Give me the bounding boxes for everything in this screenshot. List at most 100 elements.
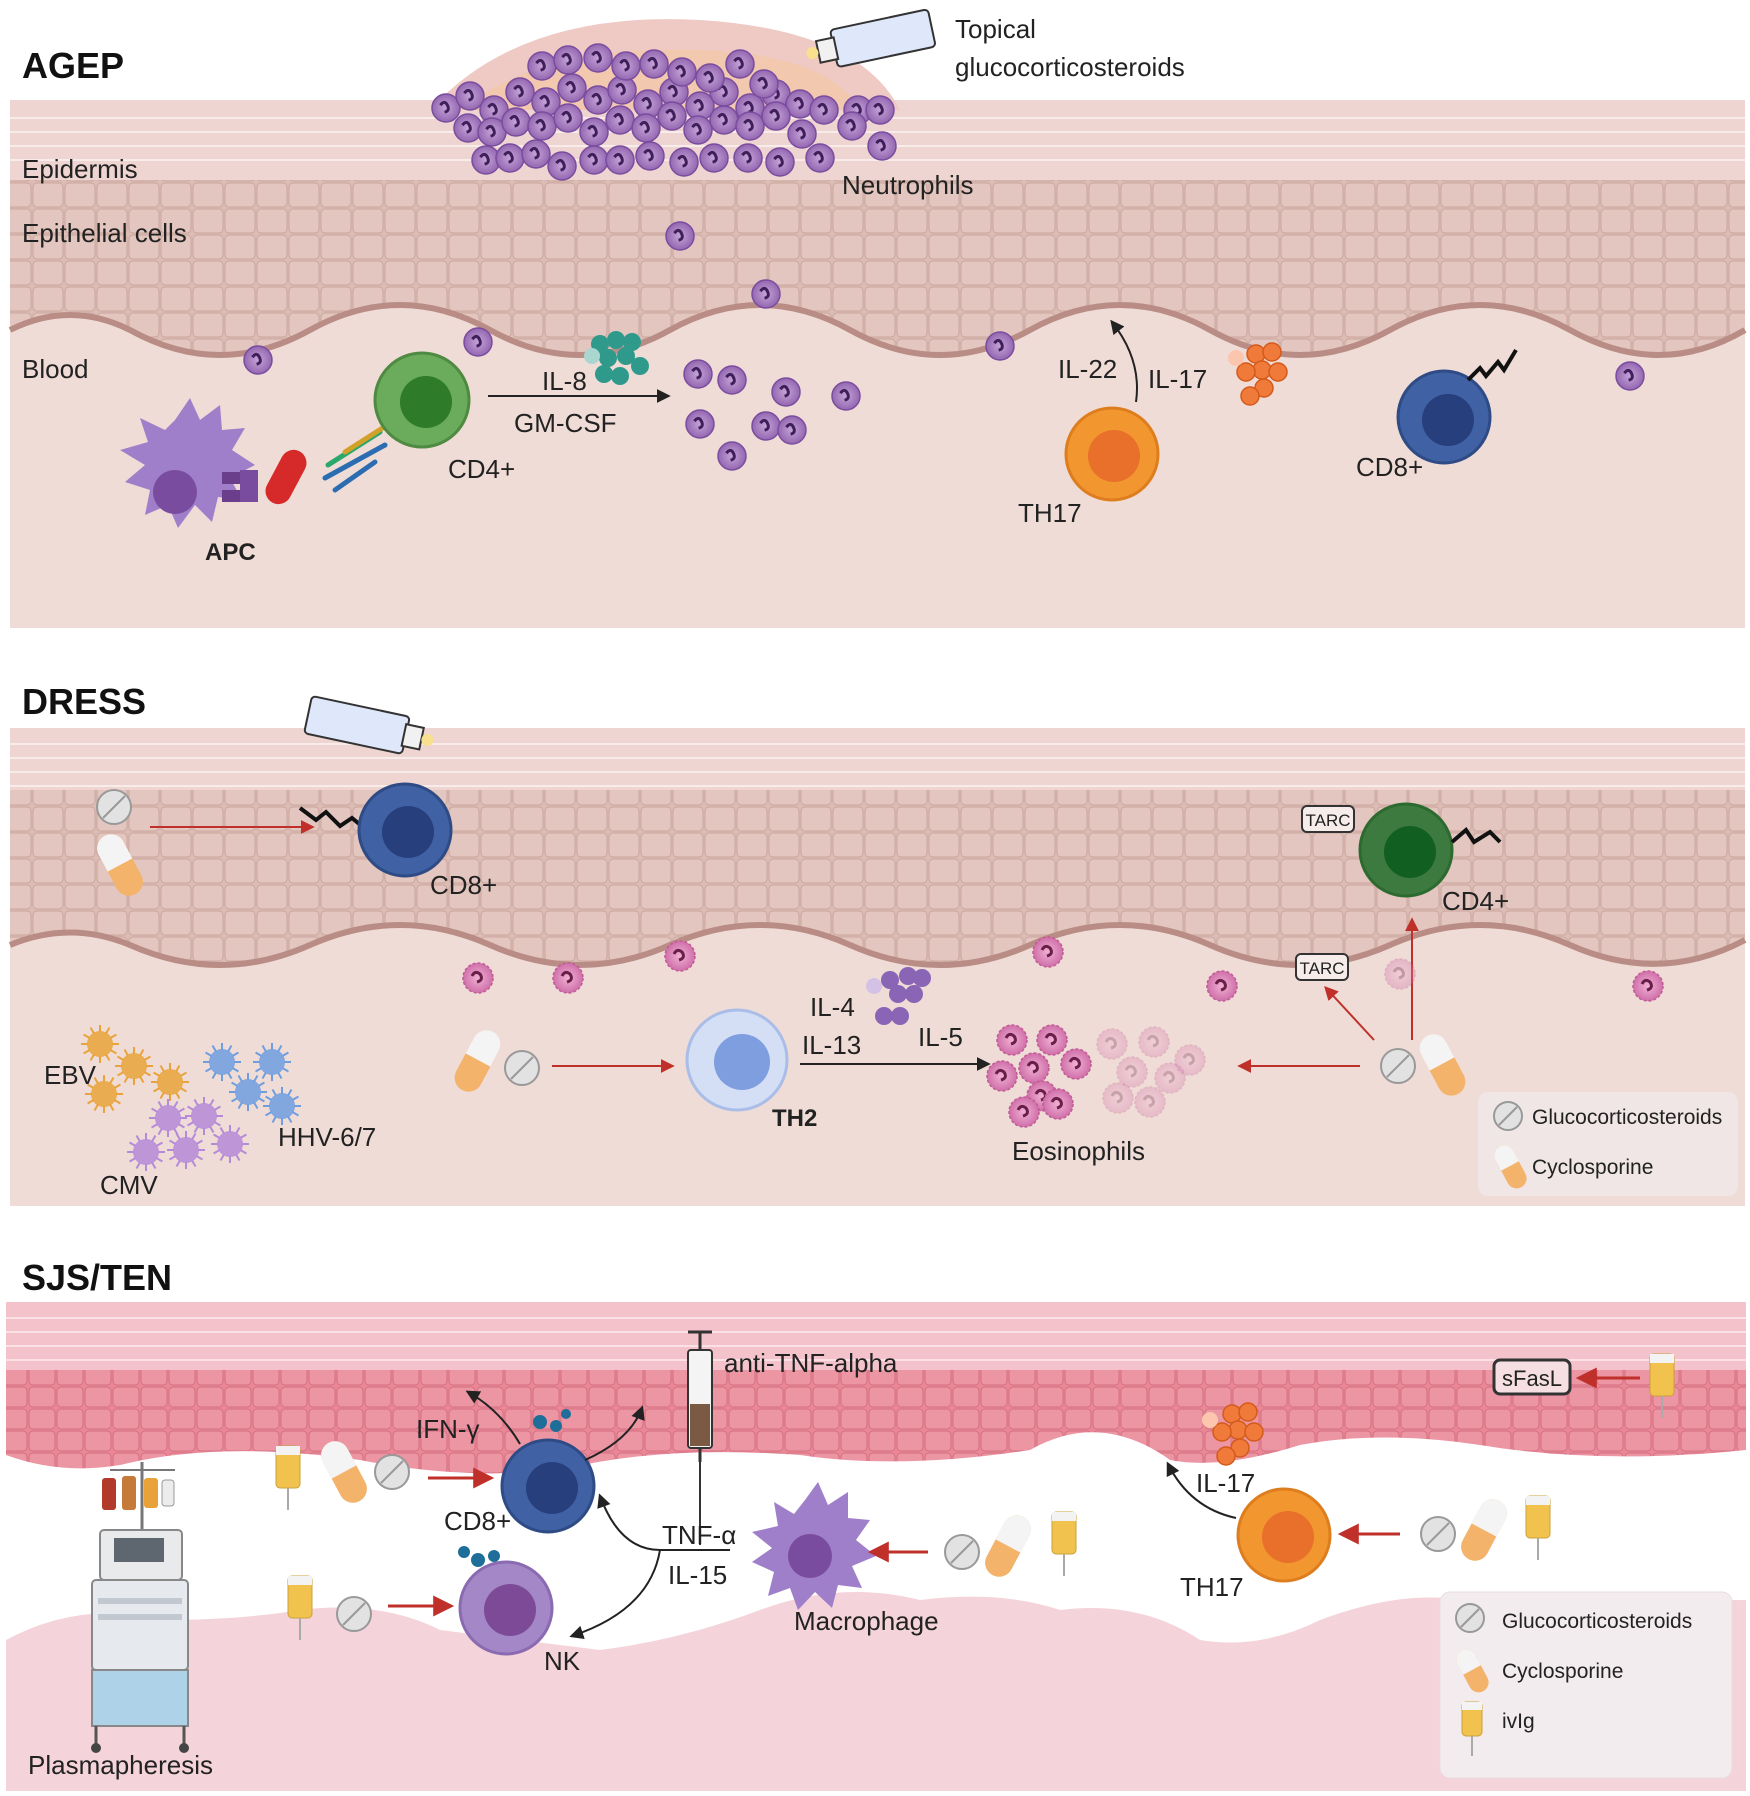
neutrophil bbox=[583, 43, 613, 73]
il15-label: IL-15 bbox=[668, 1560, 727, 1590]
neutrophil bbox=[531, 87, 561, 117]
sjs-legend-ivig: ivIg bbox=[1502, 1710, 1535, 1733]
glucocorticoid-icon bbox=[1420, 1516, 1456, 1552]
virus-particle-icon bbox=[211, 1125, 249, 1163]
virus-particle-icon bbox=[203, 1043, 241, 1081]
il22-label: IL-22 bbox=[1058, 354, 1117, 384]
ifn-arrow-left bbox=[465, 1390, 521, 1445]
eosinophil bbox=[1134, 1086, 1166, 1118]
dress-right-glucocorticoid-icon bbox=[1380, 1048, 1416, 1084]
neutrophil bbox=[631, 113, 661, 143]
sjs-drug-icons bbox=[275, 1353, 1675, 1640]
macrophage-icon bbox=[752, 1482, 876, 1610]
il22-arrow bbox=[1110, 319, 1138, 403]
sjs-epidermis bbox=[6, 1370, 1746, 1474]
eosinophil bbox=[1060, 1048, 1092, 1080]
neutrophil bbox=[633, 89, 663, 119]
eosinophil bbox=[1096, 1028, 1128, 1060]
neutrophil bbox=[527, 51, 557, 81]
dress-cd8-label: CD8+ bbox=[430, 870, 497, 900]
virus-particle-icon bbox=[115, 1047, 153, 1085]
agep-cd8-cell-icon bbox=[1396, 369, 1492, 465]
agep-cd4-label: CD4+ bbox=[448, 454, 515, 484]
th2-cell-icon bbox=[685, 1008, 789, 1112]
th17-cell-icon bbox=[1064, 406, 1160, 502]
neutrophil bbox=[787, 119, 817, 149]
mhc-receptor-icon bbox=[222, 470, 258, 502]
dress-glucocorticoid-icon bbox=[96, 789, 132, 825]
dress-title: DRESS bbox=[22, 681, 146, 722]
blood-label: Blood bbox=[22, 354, 89, 384]
agep-th17-label: TH17 bbox=[1018, 498, 1082, 528]
neutrophil bbox=[699, 143, 729, 173]
neutrophil bbox=[717, 365, 747, 395]
il13-label: IL-13 bbox=[802, 1030, 861, 1060]
il8-cytokine-cluster bbox=[584, 331, 649, 385]
dress-cd4-bolt-icon bbox=[1450, 827, 1502, 845]
neutrophil bbox=[805, 143, 835, 173]
macrophage-label: Macrophage bbox=[794, 1606, 939, 1636]
eosinophil bbox=[1008, 1096, 1040, 1128]
neutrophil bbox=[1615, 361, 1645, 391]
epidermis-label: Epidermis bbox=[22, 154, 138, 184]
plasmapheresis-label: Plasmapheresis bbox=[28, 1750, 213, 1780]
topical-label-line1: Topical bbox=[955, 14, 1036, 44]
virus-particle-icon bbox=[151, 1063, 189, 1101]
neutrophil bbox=[733, 143, 763, 173]
sfasl-badge: sFasL bbox=[1492, 1358, 1572, 1396]
neutrophil bbox=[749, 69, 779, 99]
neutrophil bbox=[605, 105, 635, 135]
il8-label: IL-8 bbox=[542, 366, 587, 396]
cmv-label: CMV bbox=[100, 1170, 158, 1200]
eosinophil bbox=[996, 1024, 1028, 1056]
sjs-panel: SJS/TEN anti-TNF-alpha IFN-γ CD8+ NK bbox=[6, 1257, 1746, 1791]
apc-cell-icon bbox=[120, 398, 255, 528]
neutrophil-cluster bbox=[431, 43, 897, 181]
il4-label: IL-4 bbox=[810, 992, 855, 1022]
virus-particle-icon bbox=[167, 1131, 205, 1169]
il5-label: IL-5 bbox=[918, 1022, 963, 1052]
sjs-th17-cell-icon bbox=[1236, 1487, 1332, 1583]
drug-to-tarc-arrow bbox=[1324, 985, 1375, 1041]
tarc-badge-bottom: TARC bbox=[1295, 953, 1349, 981]
ebv-label: EBV bbox=[44, 1060, 97, 1090]
dress-panel: DRESS CD8+ TARC bbox=[8, 681, 1747, 1206]
ivig-icon bbox=[1051, 1511, 1077, 1576]
neutrophil bbox=[735, 111, 765, 141]
cyclosporine-icon bbox=[321, 1441, 367, 1503]
neutrophil bbox=[867, 131, 897, 161]
neutrophil bbox=[761, 101, 791, 131]
sjs-th17-label: TH17 bbox=[1180, 1572, 1244, 1602]
neutrophils-scattered bbox=[243, 221, 1645, 471]
neutrophils-label: Neutrophils bbox=[842, 170, 974, 200]
neutrophil bbox=[777, 415, 807, 445]
ivig-icon bbox=[287, 1575, 313, 1640]
sjs-title: SJS/TEN bbox=[22, 1257, 172, 1298]
agep-basement-membrane bbox=[8, 302, 1747, 358]
sjs-legend-cyclosporine-icon bbox=[1456, 1649, 1489, 1693]
nk-label: NK bbox=[544, 1646, 581, 1676]
neutrophil bbox=[463, 327, 493, 357]
topical-tube-icon bbox=[806, 8, 936, 68]
glucocorticoid-icon bbox=[374, 1454, 410, 1490]
neutrophil bbox=[579, 117, 609, 147]
eosinophil bbox=[462, 962, 494, 994]
neutrophil bbox=[771, 377, 801, 407]
neutrophil bbox=[751, 411, 781, 441]
neutrophil bbox=[717, 441, 747, 471]
neutrophil bbox=[695, 63, 725, 93]
neutrophil bbox=[751, 279, 781, 309]
neutrophil bbox=[495, 143, 525, 173]
agep-il17-label: IL-17 bbox=[1148, 364, 1207, 394]
neutrophil bbox=[635, 141, 665, 171]
eosinophil bbox=[1384, 958, 1416, 990]
neutrophil bbox=[667, 57, 697, 87]
eosinophil bbox=[1154, 1062, 1186, 1094]
neutrophil bbox=[665, 221, 695, 251]
glucocorticoid-icon bbox=[336, 1596, 372, 1632]
neutrophil bbox=[505, 77, 535, 107]
tnf-to-cd8-arrow bbox=[597, 1493, 730, 1551]
virus-particle-icon bbox=[85, 1075, 123, 1113]
agep-cytotoxic-bolt-icon bbox=[1466, 348, 1518, 382]
cyclosporine-icon bbox=[985, 1515, 1031, 1577]
